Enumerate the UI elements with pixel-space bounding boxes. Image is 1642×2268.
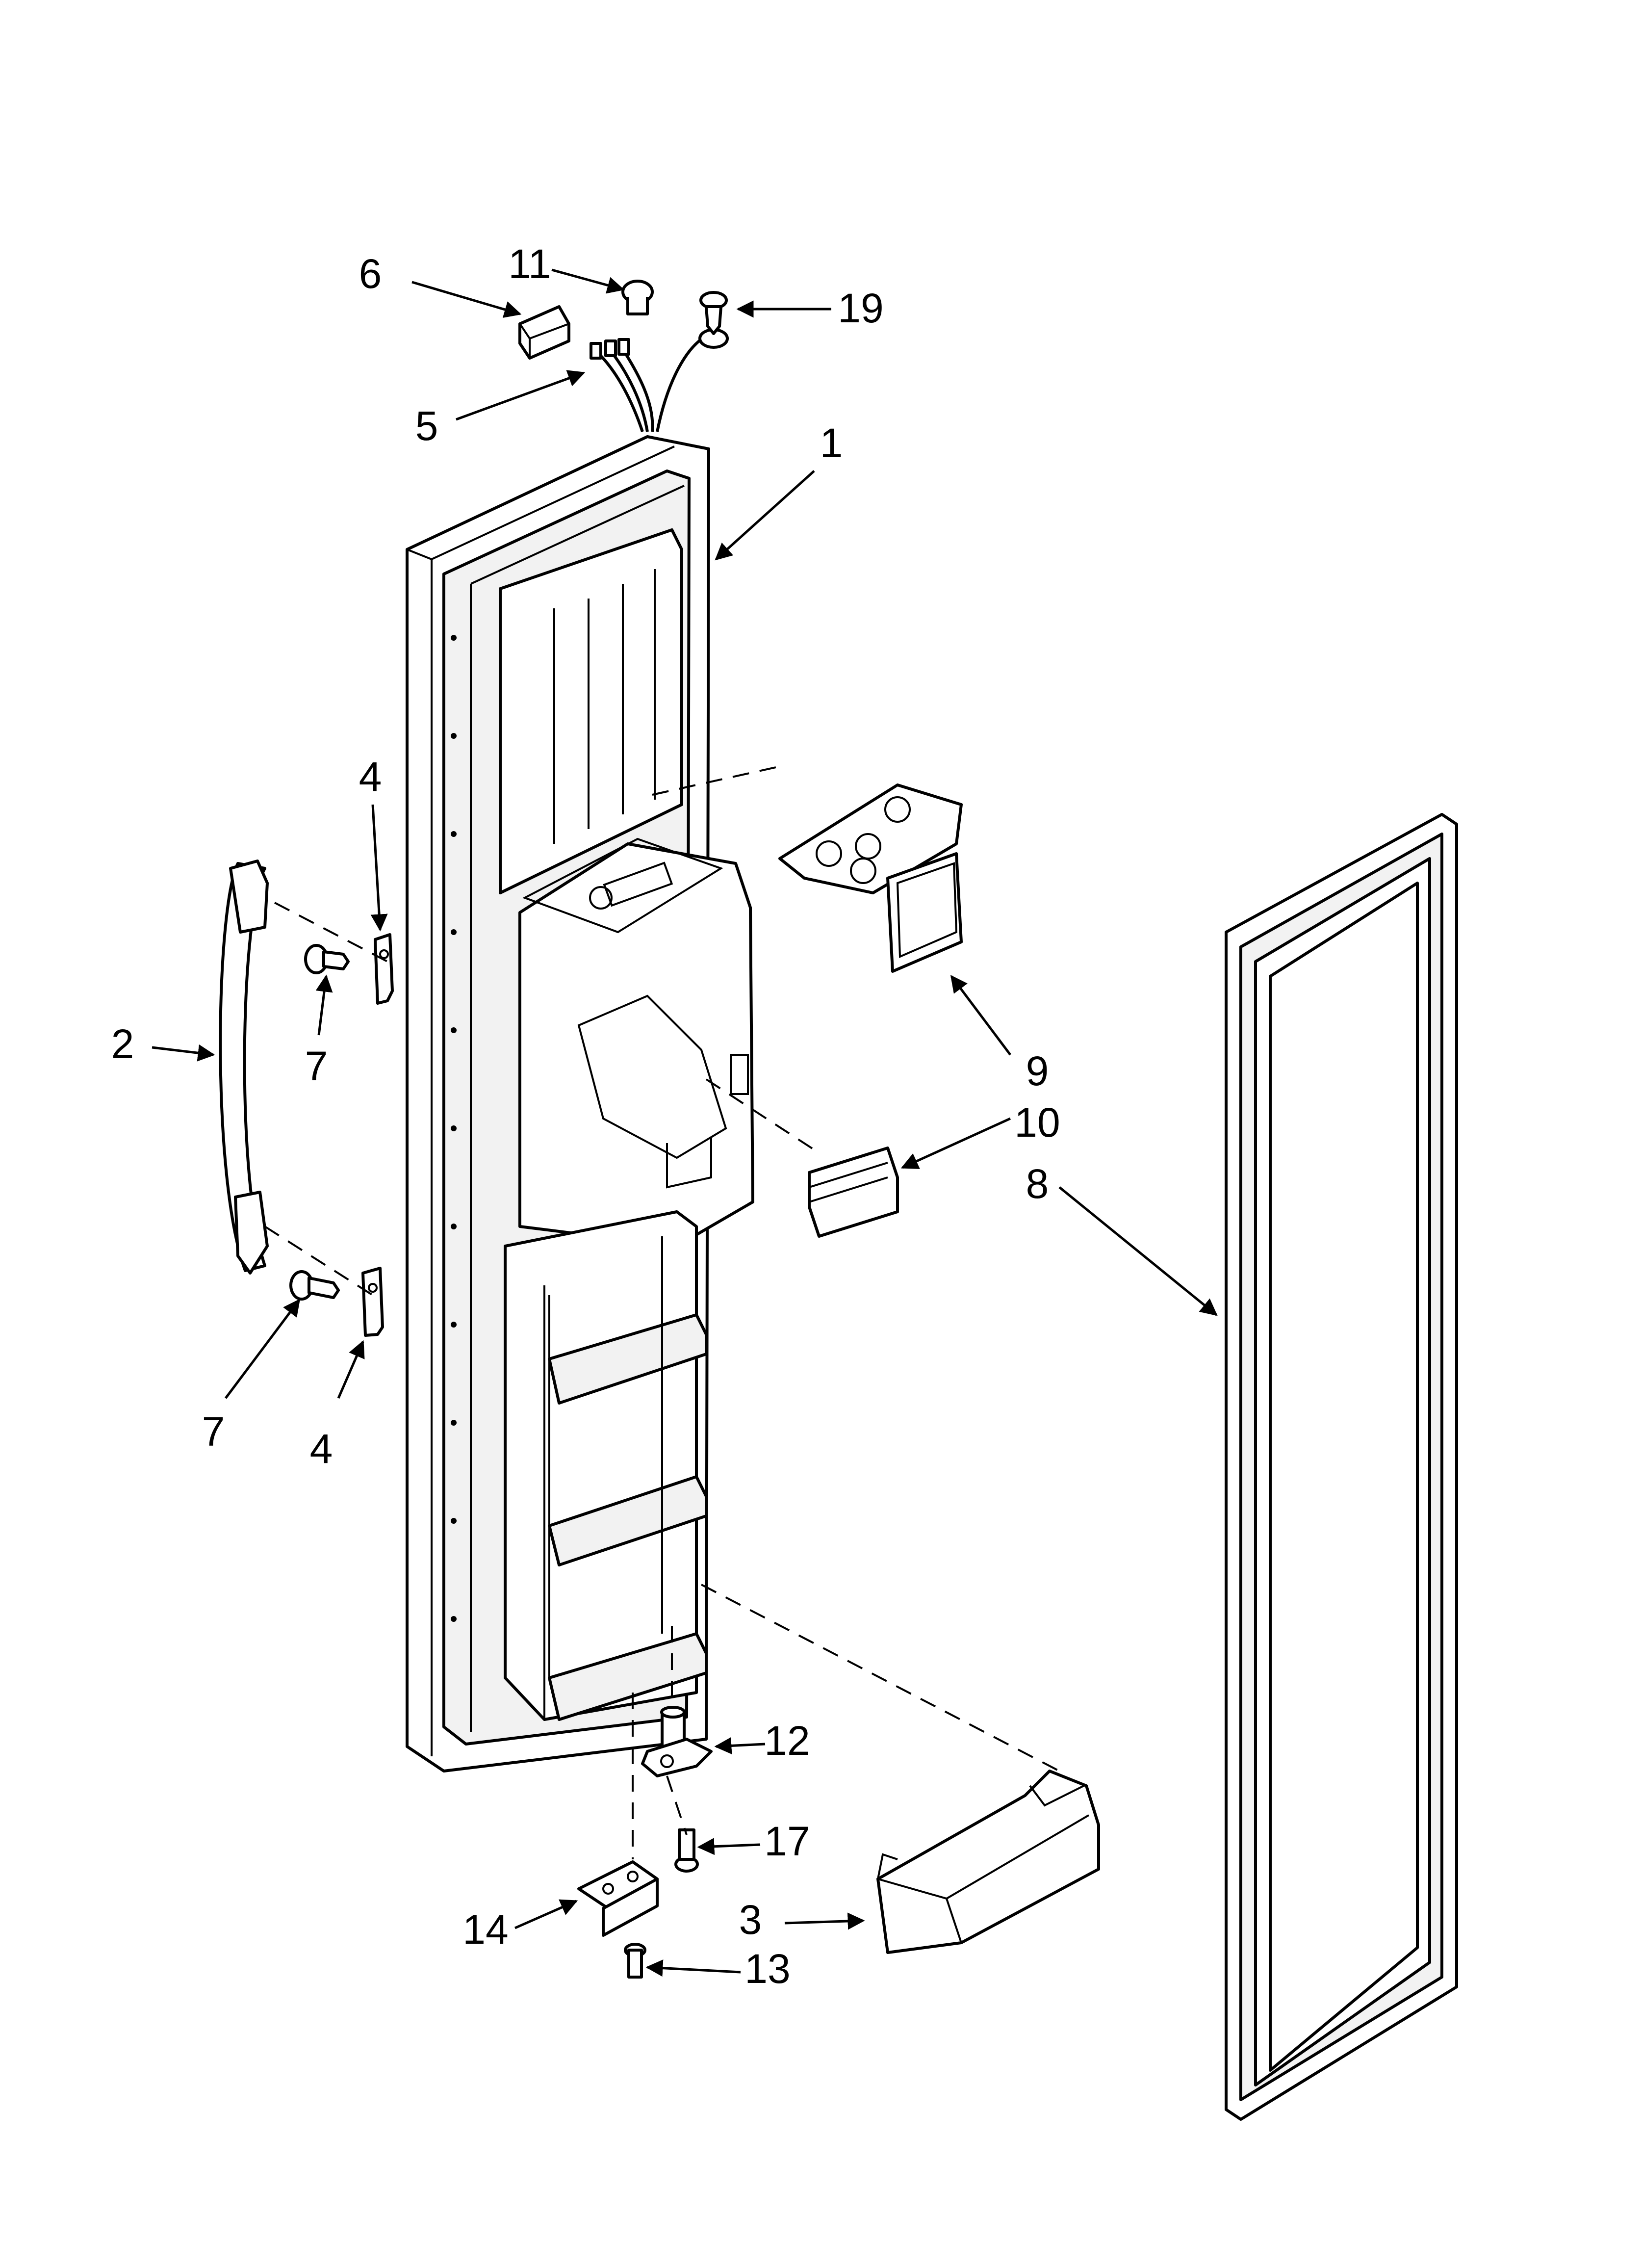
dispenser-cover-plate — [778, 783, 963, 973]
callout-5: 5 — [415, 403, 438, 449]
wire-harness — [590, 328, 729, 432]
door-screw-holes — [451, 635, 457, 1622]
callout-3: 3 — [739, 1897, 762, 1943]
handle-bracket-lower — [361, 1267, 384, 1337]
door-gasket — [1225, 813, 1458, 2121]
callout-9: 9 — [1026, 1048, 1049, 1094]
door-bin — [876, 1770, 1100, 1954]
screw-7-upper — [304, 944, 350, 974]
door-handle — [219, 860, 269, 1275]
lower-hinge — [577, 1860, 659, 1937]
screw-7-lower — [289, 1270, 340, 1301]
callout-2: 2 — [111, 1021, 134, 1067]
callout-10: 10 — [1014, 1099, 1060, 1146]
dispenser-pad — [808, 1147, 899, 1238]
door-assembly — [406, 435, 754, 1773]
alignment-lines — [264, 764, 1060, 1859]
callout-4-lower: 4 — [310, 1426, 333, 1472]
screw-13 — [624, 1943, 646, 1979]
callout-13: 13 — [744, 1946, 790, 1992]
callout-1: 1 — [820, 420, 843, 466]
callout-12: 12 — [764, 1718, 810, 1764]
plug — [621, 280, 654, 315]
callout-11: 11 — [508, 241, 551, 287]
callout-6: 6 — [359, 251, 382, 297]
callout-7-lower: 7 — [202, 1408, 225, 1455]
callout-19: 19 — [838, 285, 883, 331]
screw-19 — [699, 291, 728, 335]
handle-bracket-upper — [374, 933, 394, 1005]
callout-7-upper: 7 — [305, 1043, 328, 1089]
callout-14: 14 — [462, 1906, 508, 1953]
leader-arrows — [152, 268, 1218, 1977]
callout-labels: 1 2 3 4 4 5 6 7 7 8 9 10 11 12 13 14 17 … — [111, 241, 1060, 1992]
screw-17 — [674, 1828, 699, 1873]
callout-8: 8 — [1026, 1161, 1049, 1207]
callout-17: 17 — [764, 1818, 810, 1864]
callout-4-upper: 4 — [359, 754, 382, 800]
hinge-pin — [641, 1706, 713, 1777]
connector — [518, 305, 570, 360]
